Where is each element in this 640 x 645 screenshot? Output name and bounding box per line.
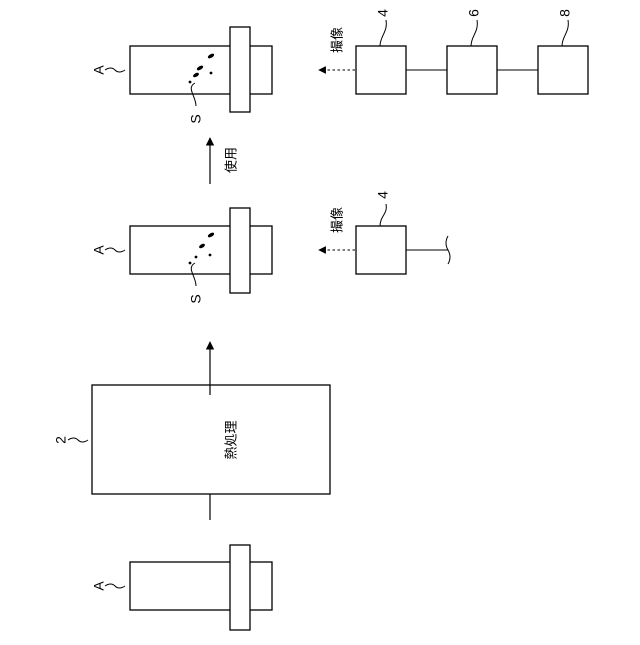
label-2: 2: [53, 436, 69, 444]
spot: [209, 254, 212, 257]
camera-stage-2: 4 撮像: [319, 191, 450, 274]
unit-6-box: [447, 46, 497, 94]
label-imaging-3: 撮像: [330, 27, 346, 53]
spot: [189, 262, 192, 265]
leader-4-3: [380, 20, 386, 46]
sample-body-3: [130, 46, 272, 94]
spot: [210, 72, 213, 75]
label-a-1: A: [91, 581, 107, 591]
sample-stage-1: A: [91, 545, 272, 630]
label-heat-treatment: 熱処理: [225, 420, 240, 459]
camera-box-2: [356, 226, 406, 274]
label-a-2: A: [91, 245, 107, 255]
leader-a-1: [105, 584, 125, 588]
sample-flange-2: [230, 208, 250, 293]
sample-body-1: [130, 562, 272, 610]
sample-stage-3: A S: [91, 27, 272, 124]
sample-flange-3: [230, 27, 250, 112]
leader-4-2: [380, 204, 386, 226]
unit-8-box: [538, 46, 588, 94]
sample-body-2: [130, 226, 272, 274]
label-4-2: 4: [375, 191, 391, 199]
leader-6: [471, 20, 477, 46]
label-imaging-2: 撮像: [330, 207, 346, 233]
leader-2: [68, 438, 88, 442]
label-4-3: 4: [375, 9, 391, 17]
leader-a-3: [105, 68, 125, 72]
sample-flange-1: [230, 545, 250, 630]
label-s-3: S: [188, 114, 204, 123]
leader-a-2: [105, 248, 125, 252]
leader-8: [562, 20, 568, 46]
label-use: 使用: [224, 147, 240, 173]
label-a-3: A: [91, 65, 107, 75]
spot: [189, 81, 192, 84]
spot: [195, 256, 198, 259]
label-8: 8: [557, 9, 573, 17]
heat-treatment-furnace: 2 熱処理: [53, 385, 330, 494]
furnace-box: [92, 385, 330, 494]
inspection-chain: 4 撮像 6 8: [319, 9, 588, 94]
camera-box-3: [356, 46, 406, 94]
sample-stage-2: A S: [91, 208, 272, 304]
label-6: 6: [466, 9, 482, 17]
label-s-2: S: [188, 294, 204, 303]
